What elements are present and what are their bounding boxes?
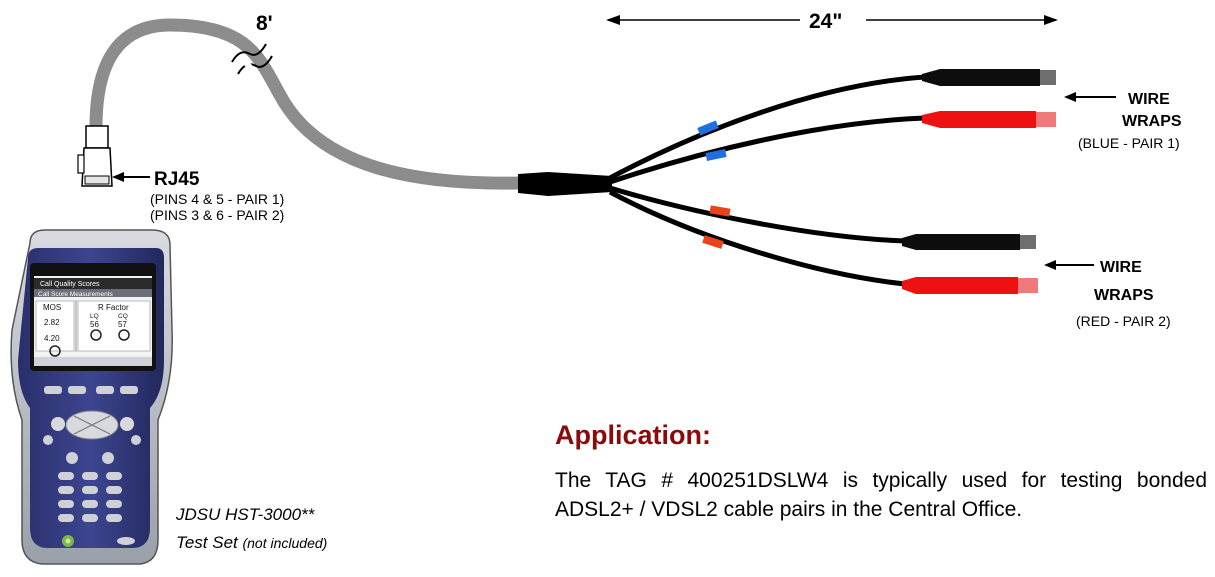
wire-wraps-pair1-line1: WIRE (1128, 91, 1170, 108)
wire-wrap-black-pair1 (922, 69, 1056, 86)
test-set-caption-line2: Test Set (not included) (176, 533, 327, 552)
wire-wraps-pair1-note: (BLUE - PAIR 1) (1078, 135, 1180, 151)
screen-rfactor-label: R Factor (98, 303, 129, 312)
wire-wraps-pair1-line2: WRAPS (1122, 113, 1182, 130)
fanout-wires (608, 74, 926, 287)
wire-wrap-black-pair2 (902, 234, 1036, 250)
rj45-pins-pair2: (PINS 3 & 6 - PAIR 2) (150, 207, 284, 223)
blue-marker-lower (705, 149, 727, 161)
test-set-device (10, 229, 173, 565)
rj45-connector (77, 125, 113, 187)
red-marker-upper (709, 205, 731, 217)
screen-lq-value: 56 (90, 320, 99, 329)
wire-wraps-pair2-line2: WRAPS (1094, 287, 1154, 304)
rj45-title: RJ45 (154, 169, 200, 190)
test-set-caption-line1: JDSU HST-3000** (175, 505, 316, 524)
wire-wrap-red-pair2 (902, 277, 1038, 294)
rj45-pins-pair1: (PINS 4 & 5 - PAIR 1) (150, 191, 284, 207)
test-set-caption-name: Test Set (176, 533, 239, 552)
rj45-arrow (112, 172, 150, 182)
blue-marker-upper (697, 120, 719, 136)
screen-mos-value1: 2.82 (44, 318, 60, 327)
screen-cq-label: CQ (118, 313, 128, 320)
screen-section: Call Score Measurements (38, 291, 114, 298)
screen-mos-value2: 4.20 (44, 334, 60, 343)
breakout-splitter (518, 172, 612, 196)
wire-wrap-red-pair1 (922, 111, 1056, 128)
wire-wraps-pair2-line1: WIRE (1100, 259, 1142, 276)
wire-wraps-pair2-note: (RED - PAIR 2) (1076, 313, 1171, 329)
cable-length-label: 8' (256, 12, 273, 35)
wire-wraps-arrow-pair1 (1064, 92, 1116, 102)
screen-cq-value: 57 (118, 320, 127, 329)
screen-lq-label: LQ (90, 313, 99, 320)
screen-header: Call Quality Scores (40, 281, 100, 288)
application-title: Application: (555, 420, 711, 450)
fanout-dimension-line (606, 15, 1058, 25)
gray-cable (89, 18, 527, 190)
fanout-length-label: 24" (809, 10, 842, 33)
cable-break-symbol (231, 43, 273, 75)
test-set-caption-note: (not included) (242, 535, 327, 551)
application-body: The TAG # 400251DSLW4 is typically used … (555, 469, 1207, 521)
red-marker-lower (702, 235, 724, 249)
wire-wraps-arrow-pair2 (1044, 260, 1094, 270)
device-keypad (58, 472, 122, 522)
screen-mos-label: MOS (43, 303, 61, 312)
